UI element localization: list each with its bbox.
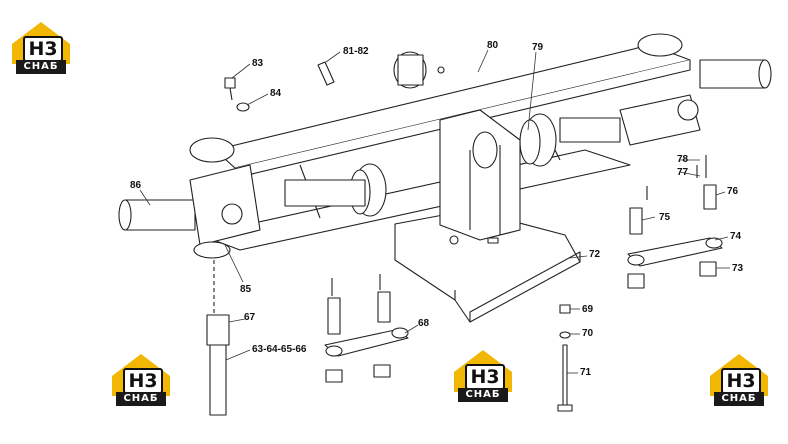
callout-72: 72 — [589, 249, 601, 260]
link-74 — [627, 237, 723, 267]
bolt-83 — [224, 77, 236, 101]
logo-mark: H3 — [465, 364, 505, 390]
center-bracket — [439, 109, 521, 241]
callout-74: 74 — [730, 231, 742, 242]
callout-63-64-65-66: 63-64-65-66 — [252, 344, 307, 355]
bolts-77-78 — [646, 155, 707, 200]
callout-80: 80 — [487, 40, 499, 51]
pin-76 — [703, 184, 717, 210]
callout-69: 69 — [582, 304, 594, 315]
bushing-73b — [627, 273, 645, 289]
callout-68: 68 — [418, 318, 430, 329]
washer-84 — [236, 102, 250, 112]
bearing-top — [393, 51, 445, 89]
pin-81-82 — [317, 61, 335, 86]
logo-plate: CHAБ — [16, 60, 66, 74]
logo-mark: H3 — [123, 368, 163, 394]
bushing-68a — [325, 369, 343, 383]
rollers — [284, 113, 621, 217]
brand-logo: H3 CHAБ — [708, 350, 770, 408]
logo-plate: CHAБ — [458, 388, 508, 402]
brand-logo: H3 CHAБ — [452, 346, 514, 404]
leader-lines — [139, 49, 730, 374]
logo-mark: H3 — [721, 368, 761, 394]
callout-73: 73 — [732, 263, 744, 274]
callout-84: 84 — [270, 88, 282, 99]
shaft-67 — [206, 260, 230, 416]
right-shaft — [619, 33, 772, 146]
pin-75 — [629, 207, 643, 235]
bolts-68 — [331, 274, 381, 296]
callout-83: 83 — [252, 58, 264, 69]
callout-79: 79 — [532, 42, 544, 53]
rod-71 — [557, 304, 573, 412]
brand-logo: H3 CHAБ — [110, 350, 172, 408]
callout-77: 77 — [677, 167, 689, 178]
logo-plate: CHAБ — [714, 392, 764, 406]
logo-mark: H3 — [23, 36, 63, 62]
callout-85: 85 — [240, 284, 252, 295]
bushing-68b — [373, 364, 391, 378]
pin-68b — [377, 291, 391, 323]
link-68 — [324, 327, 409, 357]
left-shaft — [118, 137, 261, 259]
callout-75: 75 — [659, 212, 671, 223]
bushing-73 — [699, 261, 717, 277]
callout-70: 70 — [582, 328, 594, 339]
pin-68a — [327, 297, 341, 335]
logo-plate: CHAБ — [116, 392, 166, 406]
callout-76: 76 — [727, 186, 739, 197]
callout-67: 67 — [244, 312, 256, 323]
callout-86: 86 — [130, 180, 142, 191]
callout-81-82: 81-82 — [343, 46, 369, 57]
callout-78: 78 — [677, 154, 689, 165]
brand-logo: H3 CHAБ — [10, 18, 72, 76]
callout-71: 71 — [580, 367, 592, 378]
